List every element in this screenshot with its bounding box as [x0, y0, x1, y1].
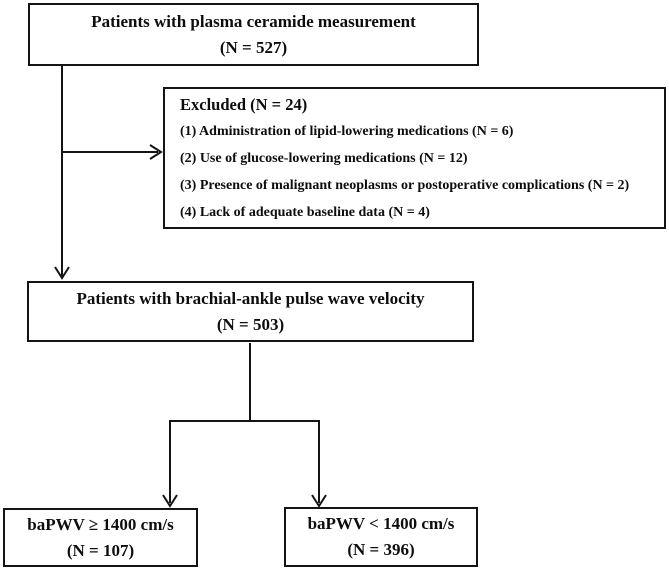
box-plasma-ceramide-count: (N = 527) [219, 37, 288, 57]
box-bapwv-high-count: (N = 107) [66, 540, 135, 560]
box-bapwv-low: baPWV < 1400 cm/s (N = 396) [284, 507, 478, 567]
excluded-item-1: (1) Administration of lipid-lowering med… [180, 124, 514, 139]
box-bapwv-high: baPWV ≥ 1400 cm/s (N = 107) [3, 508, 198, 567]
arrow-down-to-bottom-right-icon [311, 494, 327, 508]
excluded-item-3: (3) Presence of malignant neoplasms or p… [180, 178, 630, 193]
box-plasma-ceramide: Patients with plasma ceramide measuremen… [28, 3, 479, 66]
box-bapwv-measured-count: (N = 503) [216, 314, 285, 334]
box-bapwv-low-count: (N = 396) [347, 540, 415, 559]
arrow-down-to-middle-icon [54, 266, 70, 280]
arrow-right-to-excluded-icon [149, 144, 163, 160]
excluded-item-4: (4) Lack of adequate baseline data (N = … [180, 205, 430, 220]
box-bapwv-low-title: baPWV < 1400 cm/s [307, 514, 455, 533]
arrow-down-to-bottom-left-icon [162, 494, 178, 508]
box-bapwv-measured-title: Patients with brachial-ankle pulse wave … [76, 288, 425, 308]
excluded-item-2: (2) Use of glucose-lowering medications … [180, 151, 468, 166]
box-bapwv-measured: Patients with brachial-ankle pulse wave … [27, 281, 474, 342]
box-bapwv-high-title: baPWV ≥ 1400 cm/s [27, 514, 174, 534]
excluded-heading: Excluded (N = 24) [180, 95, 308, 114]
box-excluded: Excluded (N = 24) (1) Administration of … [163, 87, 666, 229]
box-plasma-ceramide-title: Patients with plasma ceramide measuremen… [91, 11, 416, 31]
